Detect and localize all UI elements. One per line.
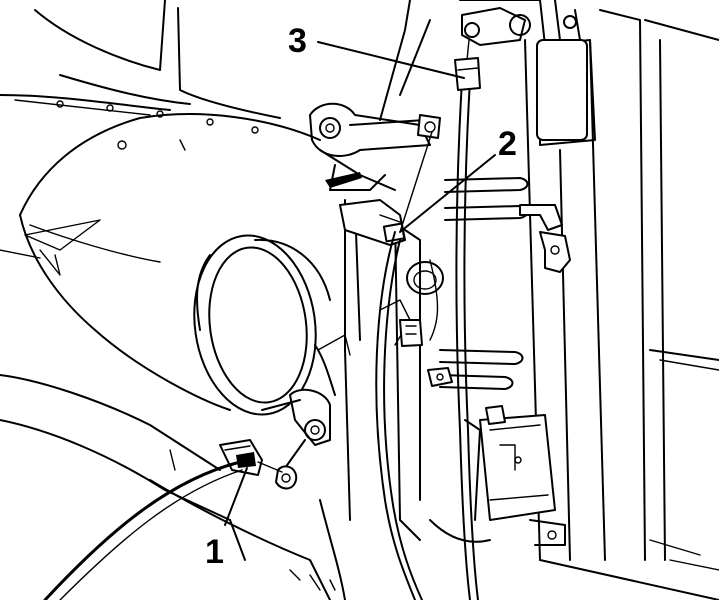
- leader-line-1: [224, 467, 248, 526]
- callout-label-2: 2: [498, 125, 517, 163]
- lower-housing: [149, 479, 346, 600]
- center-frame: [319, 0, 439, 541]
- clip: [399, 319, 453, 387]
- leader-line-3: [317, 41, 465, 79]
- air-outlet-duct: [193, 234, 331, 416]
- cable-clamp-3: [454, 7, 531, 91]
- control-cables: [43, 29, 479, 600]
- mounting-ribs: [439, 177, 571, 390]
- flap-lever-upper: [309, 102, 441, 157]
- cable-clamp-1: [219, 439, 263, 476]
- leader-line-2: [399, 154, 496, 233]
- upper-housing: [0, 0, 281, 134]
- servo-motor: [429, 405, 566, 546]
- callout-label-1: 1: [205, 533, 224, 571]
- callout-leaders: [224, 41, 496, 526]
- heater-core-panel: [459, 0, 719, 600]
- callout-label-3: 3: [288, 22, 307, 60]
- cable-clamp-2: [339, 199, 406, 246]
- grommet: [406, 261, 444, 295]
